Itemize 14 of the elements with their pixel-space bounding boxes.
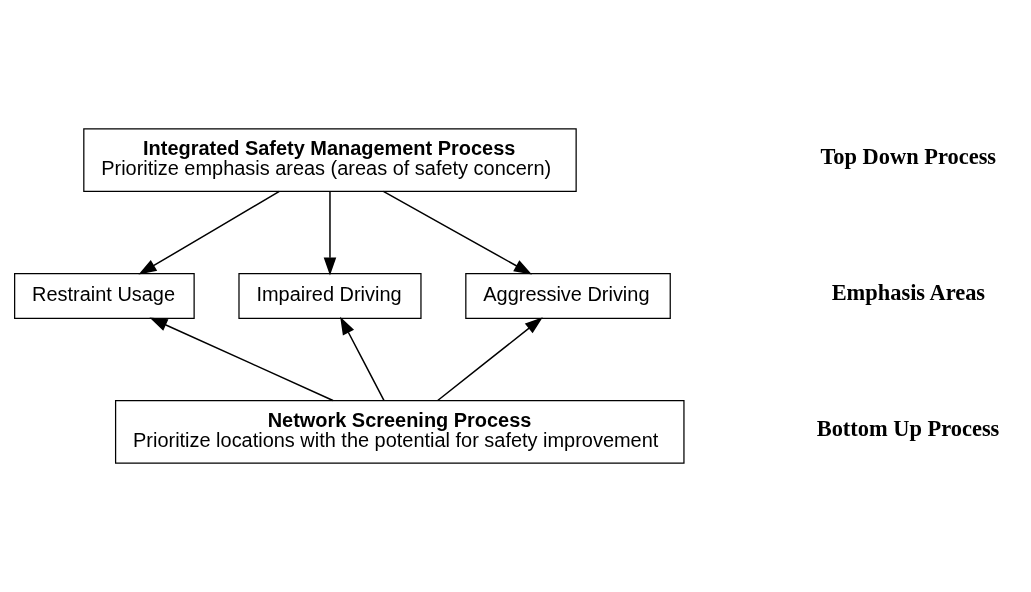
- node-box: Aggressive Driving: [464, 272, 671, 320]
- arrow: [382, 190, 532, 275]
- node-box: Integrated Safety Management Process Prioritize emphasis areas (areas of safety concern): [82, 128, 577, 192]
- node-box: Impaired Driving: [237, 272, 422, 320]
- arrow: [339, 316, 385, 402]
- node-box: Restraint Usage: [13, 272, 195, 320]
- node-box: Network Screening Process Prioritize locations with the potential for safety improvement: [114, 400, 685, 464]
- arrow: [148, 317, 334, 402]
- arrow: [436, 317, 543, 402]
- label: Bottom Up Process: [816, 416, 999, 442]
- label: Top Down Process: [819, 144, 996, 170]
- label: Emphasis Areas: [831, 280, 985, 306]
- arrow: [323, 190, 336, 276]
- arrow: [138, 190, 280, 275]
